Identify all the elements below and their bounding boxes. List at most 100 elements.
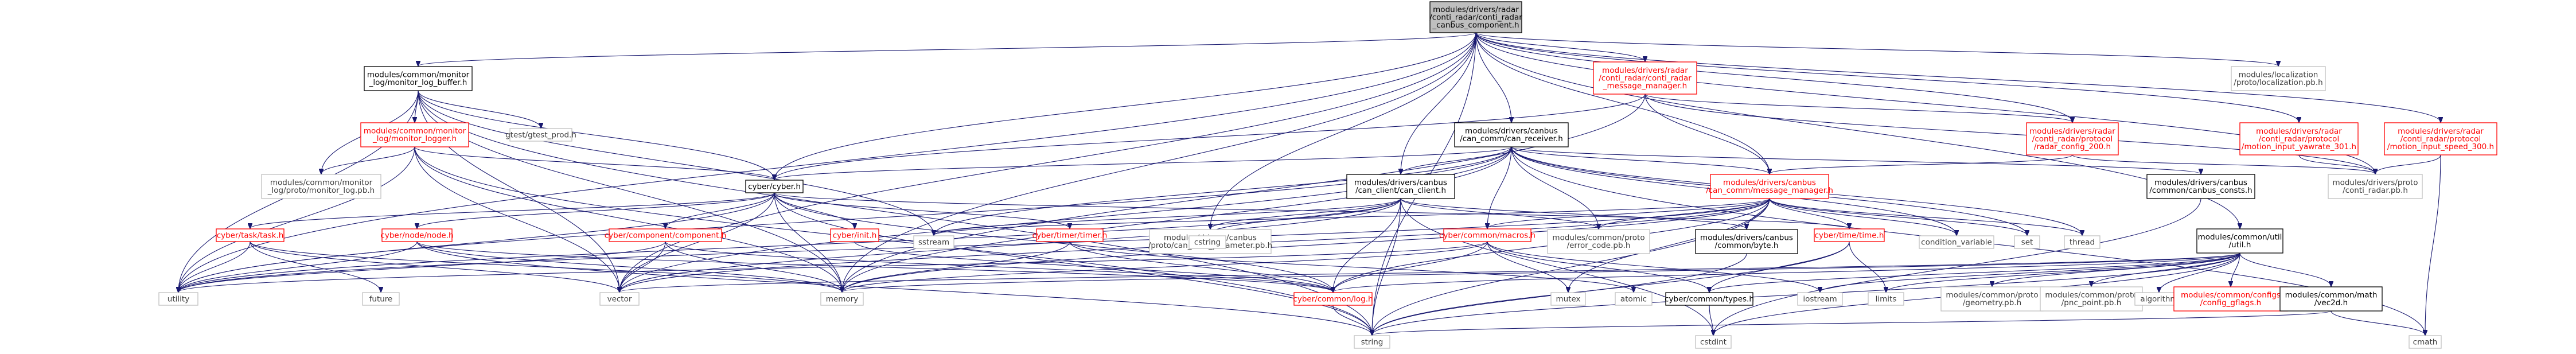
node-box [2146, 174, 2255, 199]
edge-root-to-memory [842, 32, 1476, 292]
edge-cyber_node-to-utility [178, 241, 418, 292]
edge-line [934, 146, 1512, 235]
edge-line [1069, 241, 1634, 292]
node-cyber_timer[interactable]: cyber/timer/timer.h [1032, 228, 1108, 242]
node-string: string [1354, 335, 1390, 349]
node-cyber_macros[interactable]: cyber/common/macros.h [1439, 228, 1536, 242]
edge-line [1400, 198, 1713, 335]
edge-can_receiver-to-cyber_h [774, 146, 1512, 180]
node-cmath: cmath [2409, 335, 2442, 349]
node-label-line: /proto/localization.pb.h [2234, 78, 2322, 87]
node-label-line: iostream [1803, 294, 1837, 304]
node-label-line: gtest/gtest_prod.h [505, 130, 576, 139]
node-can_client[interactable]: modules/drivers/canbus/can_client/can_cl… [1346, 174, 1455, 199]
edge-line [1400, 198, 1599, 229]
edge-line [1511, 146, 1770, 174]
node-mutex: mutex [1550, 292, 1586, 306]
edge-util_h-to-algorithm [2159, 252, 2240, 292]
edge-conti_radar_message_manager-to-conti_radar_pb [1644, 94, 2375, 174]
edge-root-to-utility [178, 32, 1476, 292]
node-cyber_component[interactable]: cyber/component/component.h [605, 228, 727, 242]
node-cyber_node[interactable]: cyber/node/node.h [380, 228, 454, 242]
edge-cyber_node-to-string [416, 241, 1372, 335]
edge-cyber_h-to-string [774, 192, 1372, 335]
edge-root-to-message_manager [1475, 32, 1770, 174]
node-box [1615, 292, 1653, 306]
node-label-line: set [2021, 238, 2033, 247]
node-box [1346, 174, 1455, 199]
node-label-line: cyber/common/log.h [1293, 294, 1373, 304]
edge-line [178, 146, 415, 292]
node-root[interactable]: modules/drivers/radar/conti_radar/conti_… [1429, 1, 1522, 33]
node-motion_input_yawrate_301[interactable]: modules/drivers/radar/conti_radar/protoc… [2239, 122, 2359, 155]
edge-can_receiver-to-can_client [1401, 146, 1512, 174]
edge-message_manager-to-utility [178, 198, 1770, 292]
edge-line [178, 241, 418, 292]
node-conti_radar_message_manager[interactable]: modules/drivers/radar/conti_radar/conti_… [1593, 61, 1697, 95]
node-cyber_types[interactable]: cyber/common/types.h [1665, 292, 1754, 306]
node-motion_input_speed_300[interactable]: modules/drivers/radar/conti_radar/protoc… [2384, 122, 2497, 155]
edge-line [1475, 32, 1770, 174]
node-label-line: _log/proto/monitor_log.pb.h [267, 186, 375, 195]
edge-line [250, 192, 775, 228]
node-box [2173, 286, 2288, 312]
edge-cyber_task-to-memory [250, 241, 842, 292]
node-box [1919, 235, 1994, 249]
edge-monitor_logger-to-cyber_h [414, 146, 774, 180]
node-label-line: cyber/common/macros.h [1439, 231, 1536, 240]
node-cyber_time[interactable]: cyber/time/time.h [1814, 228, 1885, 242]
node-cstring: cstring [1188, 235, 1226, 249]
node-label-line: /radar_config_200.h [2034, 142, 2111, 151]
edge-line [178, 32, 1476, 292]
node-message_manager[interactable]: modules/drivers/canbus/can_comm/message_… [1706, 174, 1833, 199]
edge-cyber_macros-to-memory [842, 241, 1488, 292]
node-label-line: /conti_radar/protocol [2259, 134, 2339, 143]
edge-conti_radar_message_manager-to-radar_config_200 [1644, 94, 2072, 122]
edge-conti_radar_message_manager-to-cyber_h [774, 94, 1646, 180]
node-label-line: cyber/cyber.h [748, 182, 801, 191]
node-box [2409, 335, 2442, 349]
node-byte_h[interactable]: modules/drivers/canbus/common/byte.h [1695, 229, 1798, 254]
node-label-line: vector [607, 294, 632, 304]
edge-line [665, 241, 1333, 292]
node-cyber_init[interactable]: cyber/init.h [830, 228, 879, 242]
node-label-line: mutex [1556, 294, 1580, 304]
node-monitor_log_buffer[interactable]: modules/common/monitor_log/monitor_log_b… [364, 66, 473, 91]
edge-line [1709, 305, 1713, 335]
edge-can_client-to-string [1372, 198, 1401, 335]
edge-line [619, 32, 1476, 292]
node-box [216, 228, 285, 242]
edge-line [1487, 198, 1770, 228]
edge-util_h-to-iostream [1820, 252, 2240, 292]
edge-can_client-to-byte_h [1400, 198, 1747, 229]
edge-line [1820, 252, 2240, 292]
edge-util_h-to-limits [1886, 252, 2240, 292]
node-radar_config_200[interactable]: modules/drivers/radar/conti_radar/protoc… [2026, 122, 2119, 155]
edge-line [1372, 198, 1401, 335]
node-canbus_consts[interactable]: modules/drivers/canbus/common/canbus_con… [2146, 174, 2255, 199]
edge-radar_config_200-to-message_manager [1770, 154, 2073, 174]
node-cyber_task[interactable]: cyber/task/task.h [216, 228, 285, 242]
node-monitor_logger[interactable]: modules/common/monitor_log/monitor_logge… [360, 122, 469, 147]
node-label-line: /common/canbus_consts.h [2149, 186, 2252, 195]
node-can_receiver[interactable]: modules/drivers/canbus/can_comm/can_rece… [1454, 122, 1569, 147]
node-label-line: modules/drivers/radar [1602, 66, 1688, 75]
edge-line [1487, 241, 1709, 292]
edge-line [1401, 32, 1476, 174]
node-config_gflags[interactable]: modules/common/configs/config_gflags.h [2173, 286, 2288, 312]
node-utility: utility [158, 292, 198, 306]
edge-line [774, 192, 1372, 335]
edge-line [842, 198, 1770, 292]
node-vec2d[interactable]: modules/common/math/vec2d.h [2279, 286, 2383, 312]
edge-line [1401, 146, 1512, 174]
node-box [745, 180, 804, 193]
node-cyber_log[interactable]: cyber/common/log.h [1293, 292, 1373, 306]
node-pnc_point_pb: modules/common/proto/pnc_point.pb.h [2040, 286, 2143, 312]
node-cyber_h[interactable]: cyber/cyber.h [745, 180, 804, 193]
edge-line [842, 32, 1476, 292]
node-box [1293, 292, 1373, 306]
edge-line [774, 192, 842, 292]
edge-line [1769, 198, 1849, 228]
node-util_h[interactable]: modules/common/util/util.h [2196, 228, 2283, 254]
edge-line [934, 198, 1770, 235]
